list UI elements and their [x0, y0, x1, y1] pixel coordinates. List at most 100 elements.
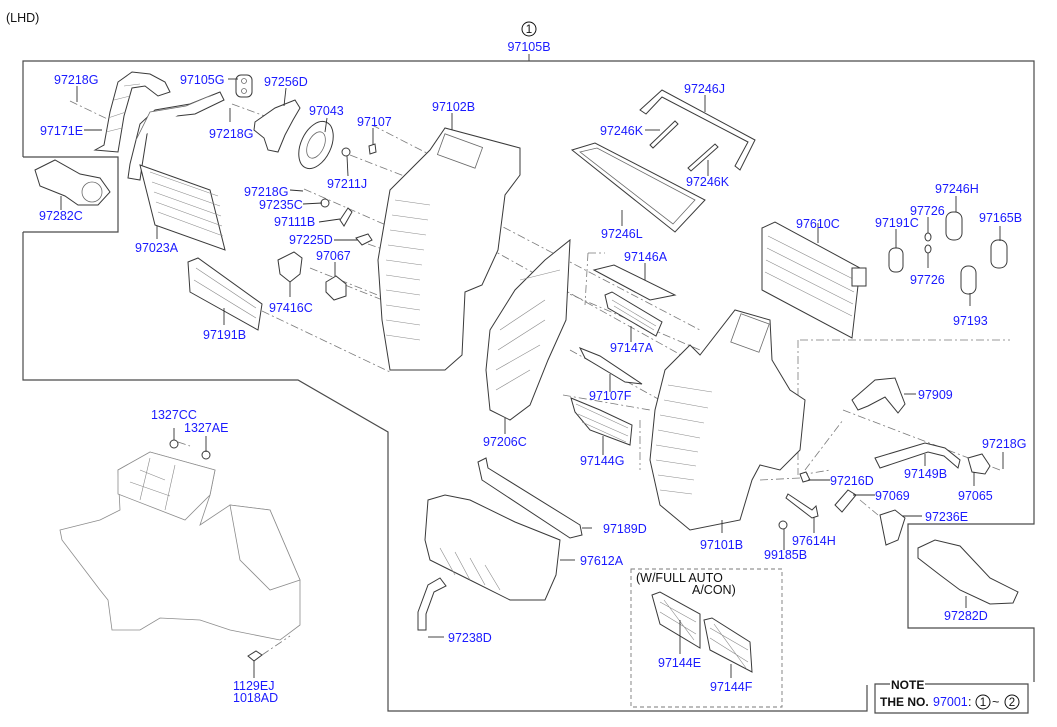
seal-97246k-a-shape: [649, 120, 679, 149]
part-label-97069[interactable]: 97069: [875, 489, 910, 503]
part-label-97111B[interactable]: 97111B: [274, 215, 315, 229]
door-97107f-shape: [578, 347, 643, 385]
note-prefix: THE NO.: [880, 695, 929, 709]
part-label-97206C[interactable]: 97206C: [483, 435, 527, 449]
part-label-97909[interactable]: 97909: [918, 388, 953, 402]
part-label-97147A[interactable]: 97147A: [610, 341, 654, 355]
part-label-97191B[interactable]: 97191B: [203, 328, 246, 342]
evaporator-pipe-shape: [851, 267, 867, 287]
nut-1327ae-shape: [201, 450, 211, 460]
lever-97111b-shape: [339, 207, 353, 227]
part-labels: 97218G 97171E 97105G 97256D 97218G 97043…: [39, 73, 1026, 705]
case-97101b-shape: [649, 309, 806, 531]
grommet-97105g-shape: [235, 74, 253, 98]
part-label-97246L[interactable]: 97246L: [601, 227, 643, 241]
part-label-97043[interactable]: 97043: [309, 104, 344, 118]
bushing-97067-shape: [325, 275, 347, 301]
part-label-1327AE[interactable]: 1327AE: [184, 421, 228, 435]
part-label-97144E[interactable]: 97144E: [658, 656, 701, 670]
part-label-97218G[interactable]: 97218G: [244, 185, 288, 199]
part-label-97246H[interactable]: 97246H: [935, 182, 979, 196]
part-label-99185B[interactable]: 99185B: [764, 548, 807, 562]
evaporator-97610c-shape: [761, 221, 861, 339]
note-range-from-circle: [975, 694, 991, 710]
cap-97165b-shape: [990, 239, 1008, 269]
part-label-97726[interactable]: 97726: [910, 204, 945, 218]
assembly-callout[interactable]: 1 97105B: [507, 21, 551, 61]
part-label-97225D[interactable]: 97225D: [289, 233, 333, 247]
part-label-97416C[interactable]: 97416C: [269, 301, 313, 315]
oring-97726-b-shape: [924, 244, 932, 254]
note-range-to-circle: [1004, 694, 1020, 710]
part-label-97149B[interactable]: 97149B: [904, 467, 947, 481]
part-label-97614H[interactable]: 97614H: [792, 534, 836, 548]
part-label-97144F[interactable]: 97144F: [710, 680, 753, 694]
part-label-97171E[interactable]: 97171E: [40, 124, 83, 138]
option-box: (W/FULL AUTO A/CON): [636, 571, 736, 597]
duct-97171e-shape: [93, 71, 171, 153]
case-97102b-shape: [377, 127, 521, 371]
filter-97144e-shape: [651, 591, 701, 649]
part-label-97246J[interactable]: 97246J: [684, 82, 725, 96]
part-label-97211J[interactable]: 97211J: [327, 177, 367, 191]
part-label-97105G[interactable]: 97105G: [180, 73, 224, 87]
option-box-line2: A/CON): [692, 583, 736, 597]
part-label-97612A[interactable]: 97612A: [580, 554, 624, 568]
note-colon: :: [968, 695, 971, 709]
part-label-97246K[interactable]: 97246K: [686, 175, 730, 189]
part-label-97067[interactable]: 97067: [316, 249, 351, 263]
part-label-97235C[interactable]: 97235C: [259, 198, 303, 212]
part-label-97146A[interactable]: 97146A: [624, 250, 668, 264]
filter-97144f-shape: [703, 617, 753, 673]
part-label-97144G[interactable]: 97144G: [580, 454, 624, 468]
part-label-97282C[interactable]: 97282C: [39, 209, 83, 223]
part-label-97102B[interactable]: 97102B: [432, 100, 475, 114]
part-label-97193[interactable]: 97193: [953, 314, 988, 328]
part-label-97610C[interactable]: 97610C: [796, 217, 840, 231]
washer-97235c-shape: [320, 198, 330, 208]
bolt-1129ej-shape: [247, 650, 263, 662]
main-frame: [22, 60, 1035, 682]
part-label-97191C[interactable]: 97191C: [875, 216, 919, 230]
filter-97144g-shape: [570, 397, 633, 446]
note-box: NOTE THE NO. 97001 : 1 ~ 2: [880, 678, 1020, 710]
part-label-97065[interactable]: 97065: [958, 489, 993, 503]
part-label-97189D[interactable]: 97189D: [603, 522, 647, 536]
part-label-97216D[interactable]: 97216D: [830, 474, 874, 488]
part-label-97101B[interactable]: 97101B: [700, 538, 743, 552]
part-label-97282D[interactable]: 97282D: [944, 609, 988, 623]
part-label-97238D[interactable]: 97238D: [448, 631, 492, 645]
part-label-97107F[interactable]: 97107F: [589, 389, 632, 403]
inset-97282c-frame: [23, 156, 119, 233]
part-label-1018AD[interactable]: 1018AD: [233, 691, 278, 705]
filter-97191b-shape: [187, 257, 263, 331]
heater-core-97023a-shape: [139, 164, 226, 251]
block-97191c-shape: [888, 247, 904, 273]
part-label-97218G[interactable]: 97218G: [982, 437, 1026, 451]
part-label-97236E[interactable]: 97236E: [925, 510, 968, 524]
sensor-97065-shape: [967, 453, 991, 475]
part-label-1129EJ[interactable]: 1129EJ: [233, 679, 274, 693]
assembly-ref-number: 1: [526, 24, 532, 36]
option-box-line1: (W/FULL AUTO: [636, 571, 723, 585]
drain-hose-97238d-shape: [417, 577, 447, 631]
part-label-97165B[interactable]: 97165B: [979, 211, 1022, 225]
nut-1327cc-shape: [169, 439, 179, 449]
part-label-97023A[interactable]: 97023A: [135, 241, 179, 255]
part-label-97105B[interactable]: 97105B: [507, 40, 550, 54]
part-label-97107[interactable]: 97107: [357, 115, 392, 129]
oring-97726-a-shape: [924, 232, 932, 242]
part-label-97246K[interactable]: 97246K: [600, 124, 644, 138]
part-label-97218G[interactable]: 97218G: [54, 73, 98, 87]
part-label-97218G[interactable]: 97218G: [209, 127, 253, 141]
gasket-97193-shape: [960, 265, 977, 295]
bracket-97189d-shape: [477, 457, 583, 539]
note-part-number[interactable]: 97001: [933, 695, 968, 709]
note-range-to: 2: [1009, 697, 1015, 709]
part-label-97726[interactable]: 97726: [910, 273, 945, 287]
bracket-97069-shape: [834, 489, 857, 513]
part-label-97256D[interactable]: 97256D: [264, 75, 308, 89]
note-box-frame: [874, 683, 1029, 714]
door-97147a-shape: [604, 291, 663, 337]
part-label-1327CC[interactable]: 1327CC: [151, 408, 197, 422]
